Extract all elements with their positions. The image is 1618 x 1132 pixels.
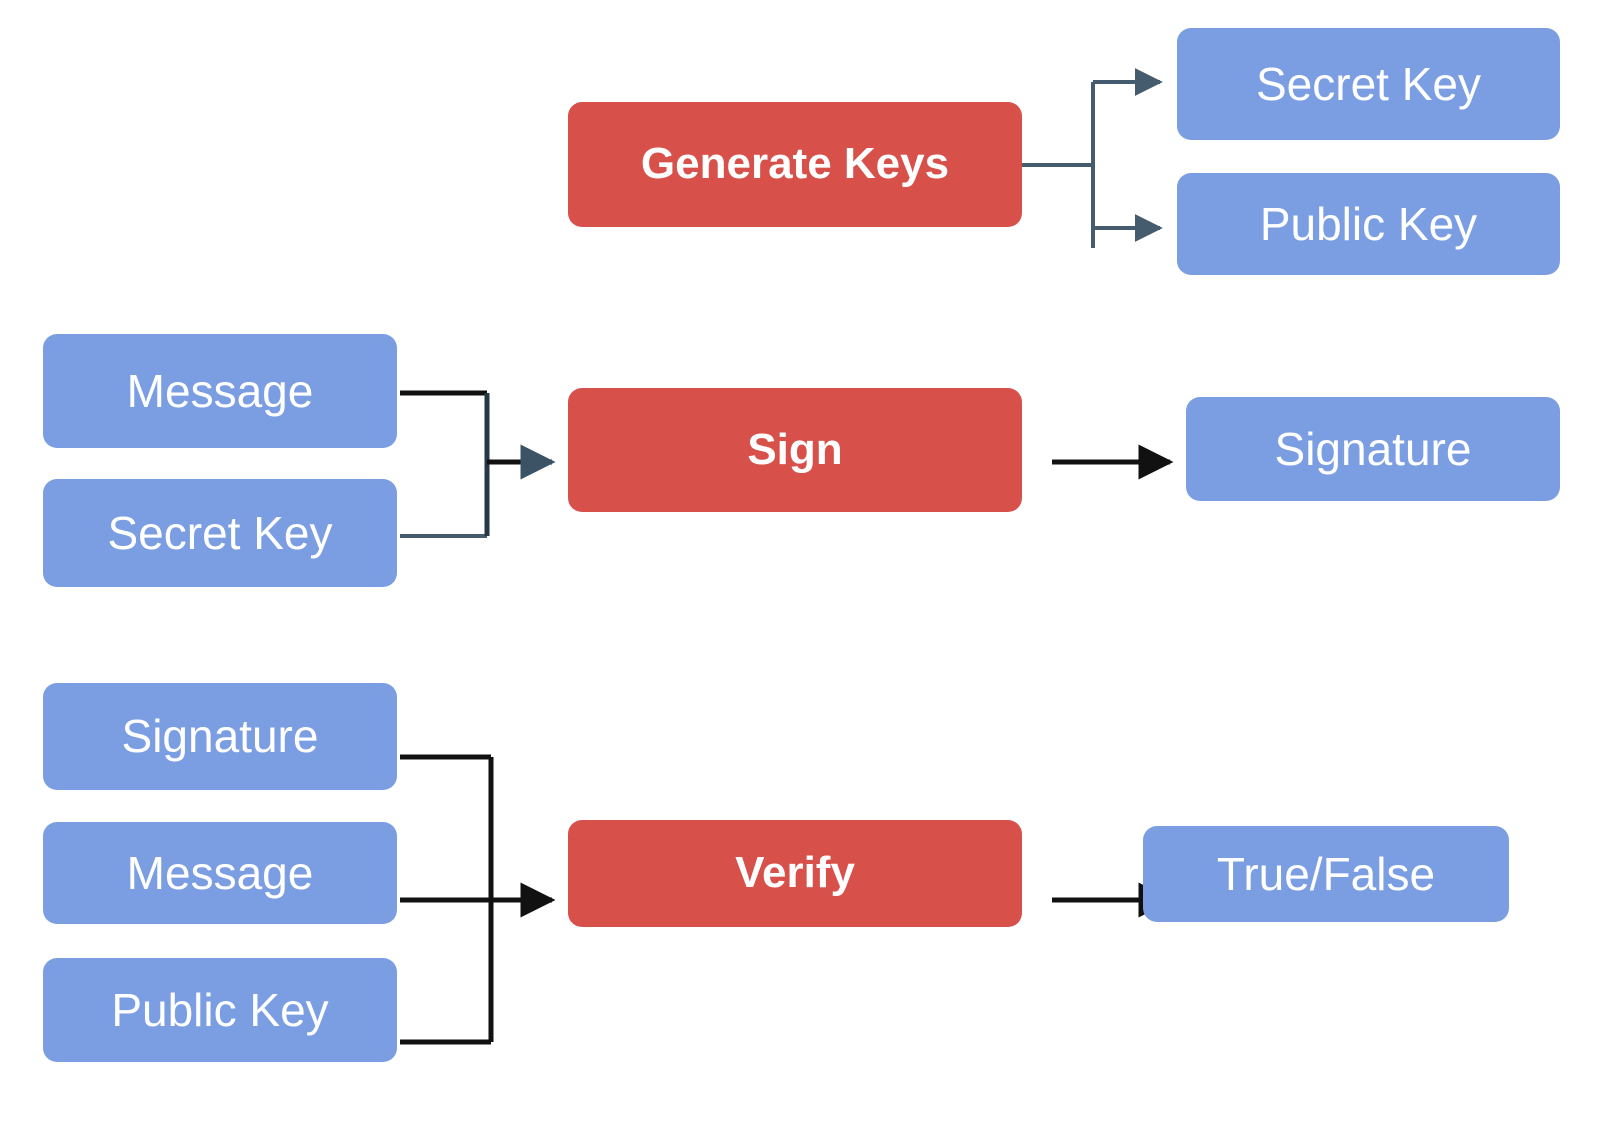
data-node-verify-input-public-key[interactable]: Public Key — [43, 958, 397, 1062]
process-node-sign[interactable]: Sign — [568, 388, 1022, 512]
edge-verify-inputs — [400, 754, 556, 1045]
process-node-generate-keys[interactable]: Generate Keys — [568, 102, 1022, 227]
data-node-true-false-output[interactable]: True/False — [1143, 826, 1509, 922]
data-node-secret-key-output[interactable]: Secret Key — [1177, 28, 1560, 140]
data-node-sign-input-message[interactable]: Message — [43, 334, 397, 448]
edge-generate-to-keys — [1022, 68, 1163, 248]
data-node-signature-output[interactable]: Signature — [1186, 397, 1560, 501]
data-node-verify-input-message[interactable]: Message — [43, 822, 397, 924]
data-node-public-key-output[interactable]: Public Key — [1177, 173, 1560, 275]
data-node-verify-input-signature[interactable]: Signature — [43, 683, 397, 790]
process-node-verify[interactable]: Verify — [568, 820, 1022, 927]
data-node-sign-input-secret-key[interactable]: Secret Key — [43, 479, 397, 587]
edge-sign-inputs — [400, 390, 556, 538]
